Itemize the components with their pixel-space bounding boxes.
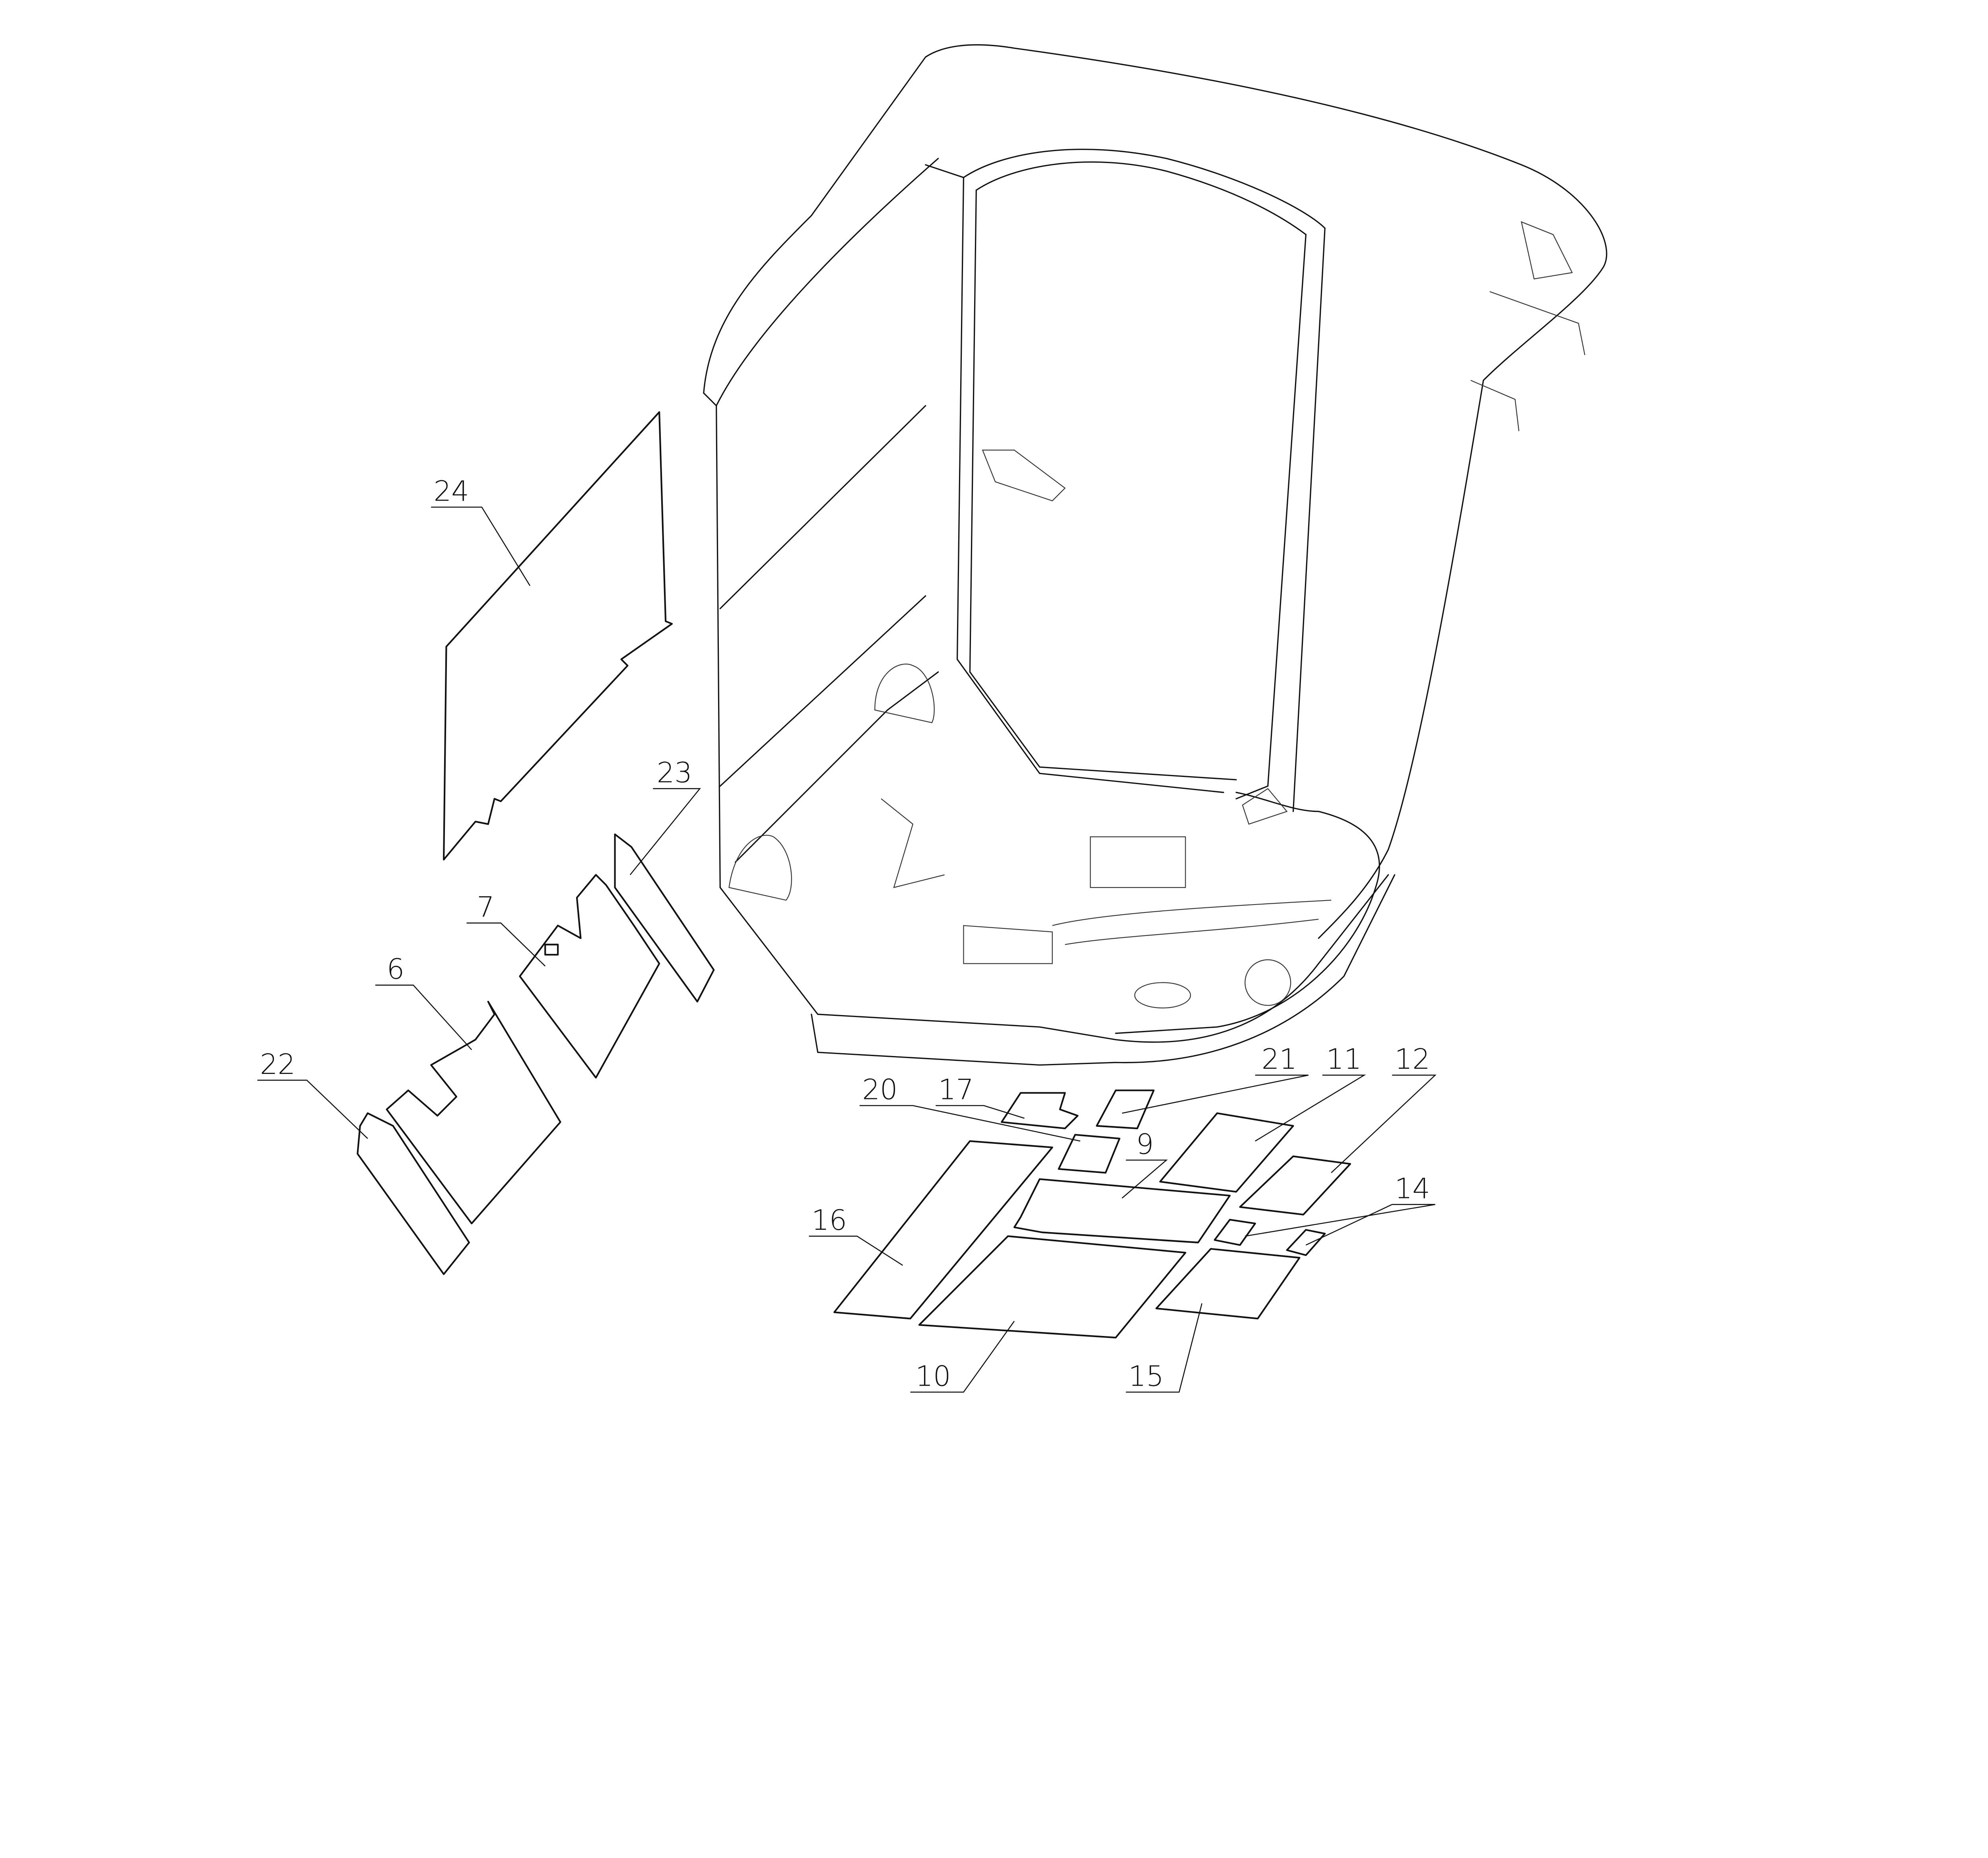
- callout-21: 21: [1262, 1043, 1297, 1076]
- part-17-panel[interactable]: [1001, 1092, 1079, 1130]
- callout-14: 14: [1395, 1172, 1430, 1205]
- part-9-panel[interactable]: [1013, 1178, 1231, 1244]
- part-10-panel[interactable]: [918, 1235, 1186, 1339]
- part-15-panel[interactable]: [1155, 1248, 1301, 1320]
- part-7-hole: [544, 944, 559, 956]
- callout-9: 9: [1136, 1128, 1154, 1161]
- part-21-panel[interactable]: [1096, 1089, 1155, 1130]
- part-11-panel[interactable]: [1159, 1112, 1294, 1193]
- part-14-pad-b[interactable]: [1286, 1229, 1326, 1256]
- callout-23: 23: [657, 756, 692, 789]
- callout-22: 22: [260, 1048, 295, 1081]
- callout-20: 20: [862, 1074, 897, 1106]
- callout-24: 24: [434, 475, 469, 508]
- callout-16: 16: [812, 1204, 847, 1237]
- exploded-cab-diagram: 24 23 7 6 22 20 17 21 11 12 9 14 16 10 1…: [257, 44, 1607, 1393]
- part-16-panel[interactable]: [833, 1140, 1053, 1320]
- callout-17: 17: [938, 1074, 974, 1106]
- callout-7: 7: [477, 891, 495, 923]
- part-7-panel[interactable]: [519, 874, 660, 1079]
- cab-body: [703, 44, 1607, 1066]
- diagram-canvas: 24 23 7 6 22 20 17 21 11 12 9 14 16 10 1…: [257, 44, 1607, 1393]
- callout-10: 10: [915, 1360, 951, 1392]
- callout-11: 11: [1326, 1043, 1361, 1076]
- part-22-panel[interactable]: [357, 1112, 470, 1275]
- part-14-pad-a[interactable]: [1213, 1219, 1256, 1246]
- leader-lines: [257, 507, 1437, 1393]
- callout-6: 6: [387, 953, 405, 986]
- part-24-panel[interactable]: [443, 411, 673, 861]
- callout-12: 12: [1395, 1043, 1430, 1076]
- part-12-panel[interactable]: [1239, 1155, 1351, 1215]
- part-6-panel[interactable]: [386, 1001, 561, 1225]
- part-20-panel[interactable]: [1058, 1134, 1120, 1174]
- callout-15: 15: [1128, 1360, 1164, 1392]
- part-23-panel[interactable]: [614, 833, 715, 1003]
